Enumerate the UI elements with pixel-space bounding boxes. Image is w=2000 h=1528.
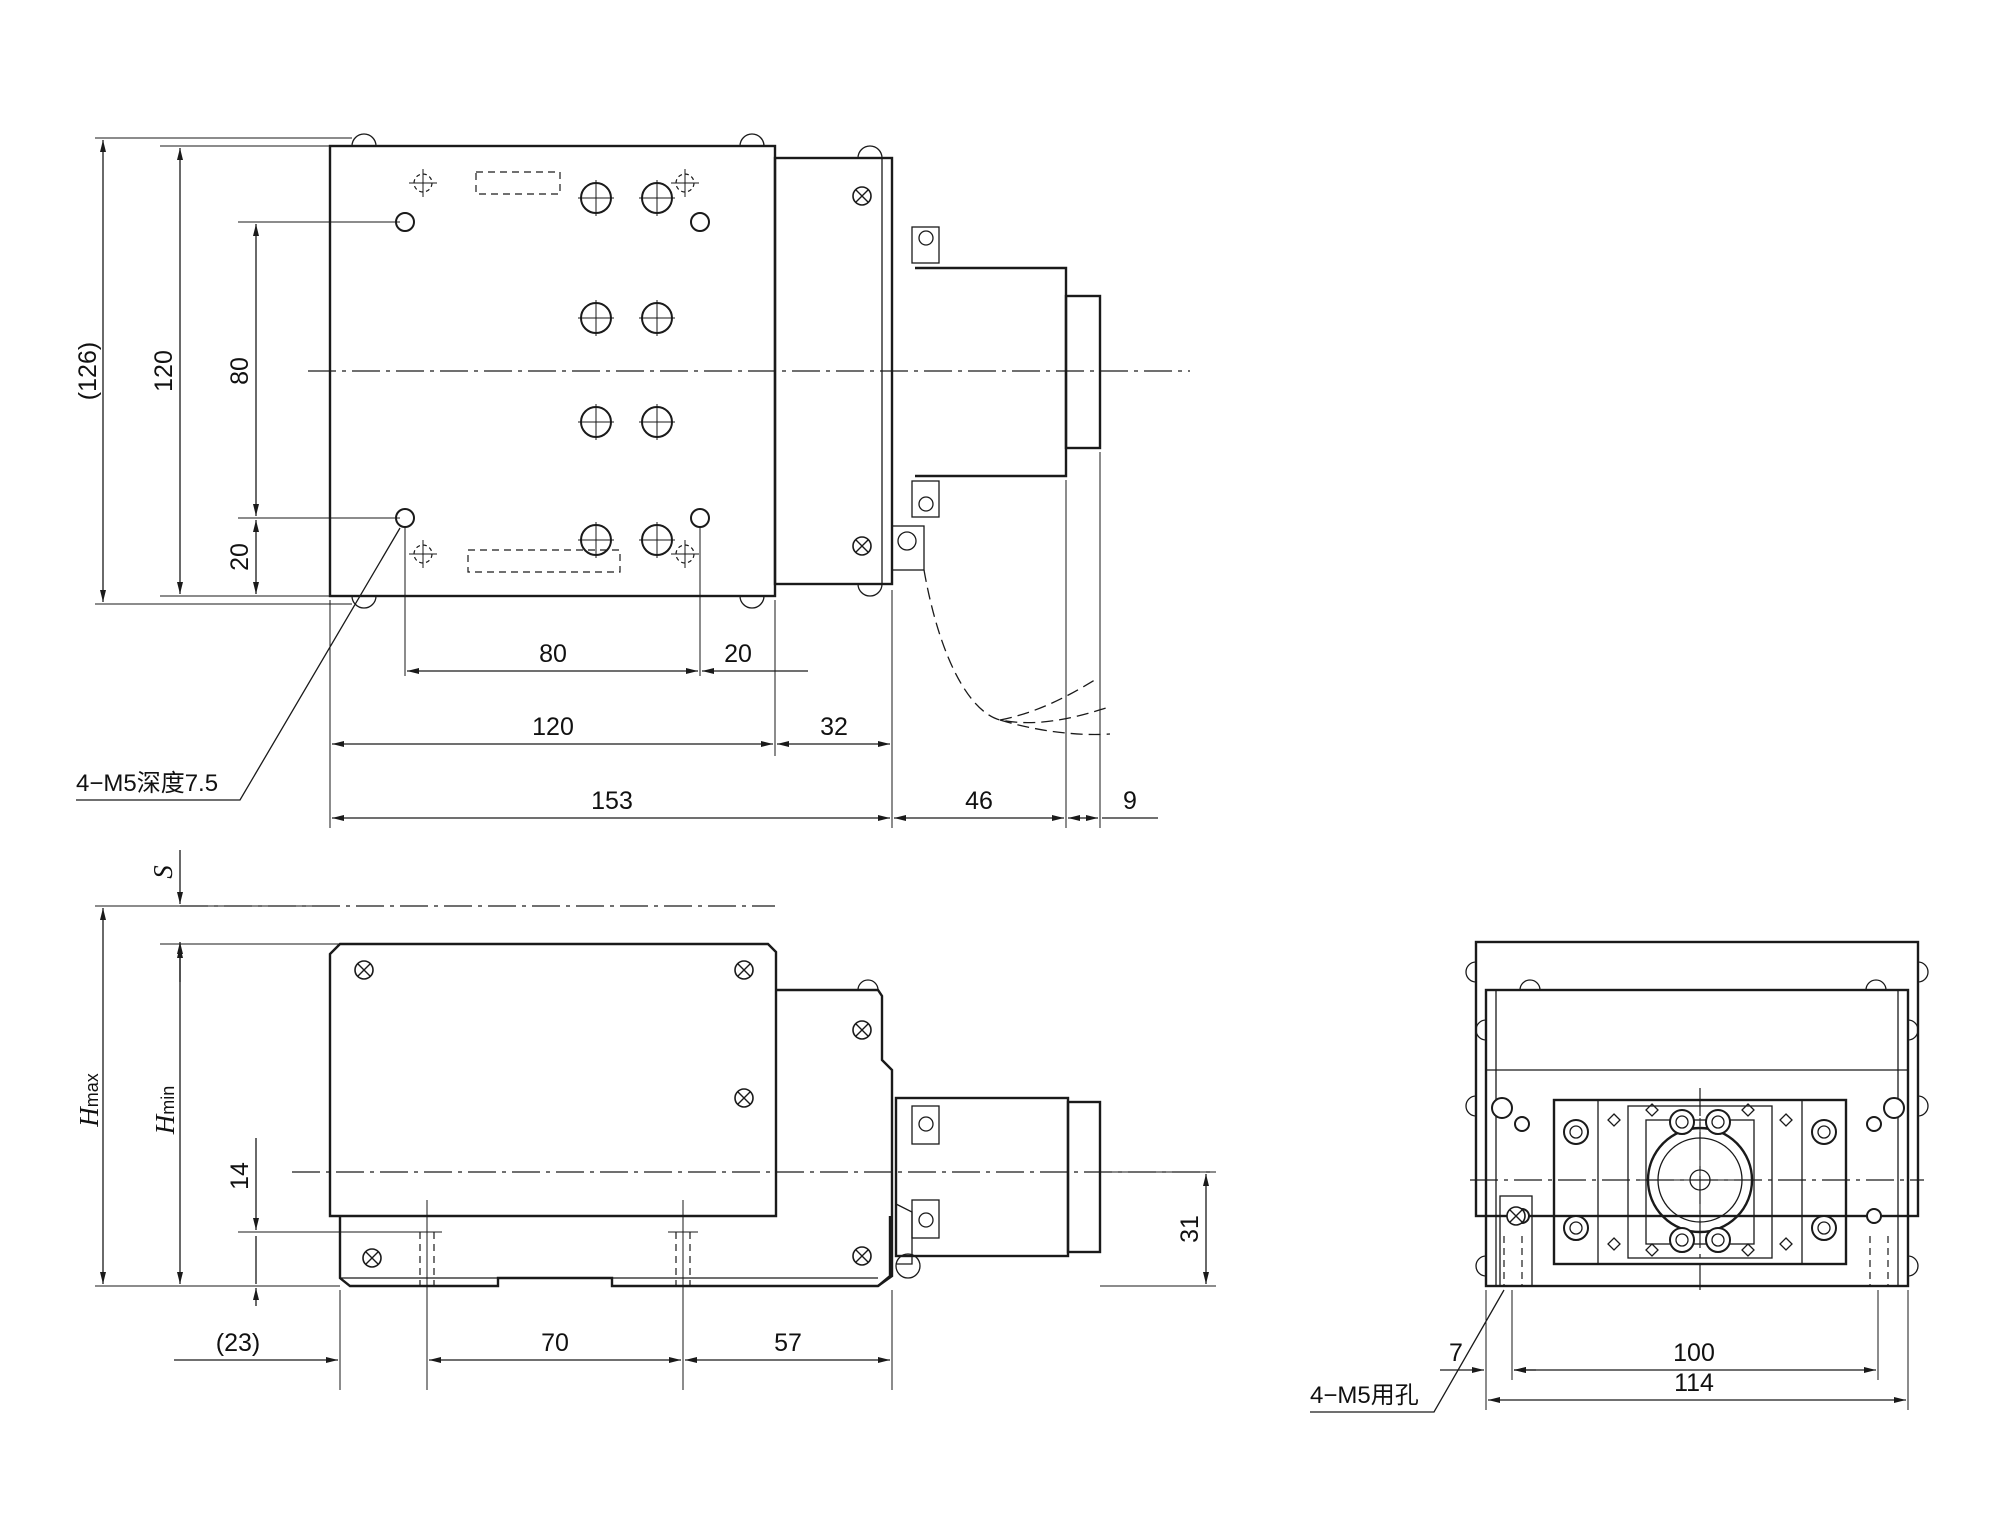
dim-80-horizontal: 80 bbox=[539, 640, 567, 668]
dim-120-vertical: 120 bbox=[150, 350, 178, 392]
top-view: (126) 120 80 20 80 20 120 32 153 46 9 4−… bbox=[74, 133, 1190, 828]
dim-20-horizontal: 20 bbox=[724, 640, 752, 668]
dim-46: 46 bbox=[965, 787, 993, 815]
note-m5-hole: 4−M5用孔 bbox=[1310, 1382, 1419, 1409]
top-connector bbox=[891, 525, 925, 571]
dim-7: 7 bbox=[1449, 1339, 1463, 1367]
side-motor-housing bbox=[776, 988, 894, 1287]
side-top-plate bbox=[328, 942, 778, 1218]
dim-h-min: Hmin bbox=[150, 1086, 180, 1136]
end-view: 7 100 114 4−M5用孔 bbox=[1310, 940, 1929, 1413]
dim-120-horizontal: 120 bbox=[532, 713, 574, 741]
dim-14: 14 bbox=[226, 1162, 254, 1190]
dim-126: (126) bbox=[74, 342, 102, 400]
dim-153: 153 bbox=[591, 787, 633, 815]
end-outer-cover bbox=[1474, 940, 1920, 1218]
side-motor bbox=[894, 1096, 1070, 1258]
counterbore-holes bbox=[578, 180, 675, 558]
m5-hole bbox=[690, 508, 710, 528]
dim-h-max: Hmax bbox=[74, 1073, 104, 1128]
top-motor bbox=[915, 266, 1068, 478]
cable bbox=[923, 569, 1107, 724]
dim-114: 114 bbox=[1674, 1369, 1714, 1397]
end-flange-bolts bbox=[1563, 1109, 1837, 1253]
dim-80-vertical: 80 bbox=[226, 357, 254, 385]
dim-23: (23) bbox=[216, 1329, 260, 1357]
dim-s: S bbox=[148, 865, 178, 879]
side-base bbox=[338, 1216, 892, 1288]
dim-100: 100 bbox=[1673, 1339, 1715, 1367]
m5-hole bbox=[690, 212, 710, 232]
dim-20-vertical: 20 bbox=[226, 543, 254, 571]
dim-9: 9 bbox=[1123, 787, 1137, 815]
note-m5-depth: 4−M5深度7.5 bbox=[76, 770, 218, 797]
dim-57: 57 bbox=[774, 1329, 802, 1357]
dim-70: 70 bbox=[541, 1329, 569, 1357]
dim-32: 32 bbox=[820, 713, 848, 741]
side-view: S Hmax Hmin 14 31 (23) 70 57 bbox=[74, 850, 1216, 1390]
dim-31: 31 bbox=[1176, 1215, 1204, 1243]
